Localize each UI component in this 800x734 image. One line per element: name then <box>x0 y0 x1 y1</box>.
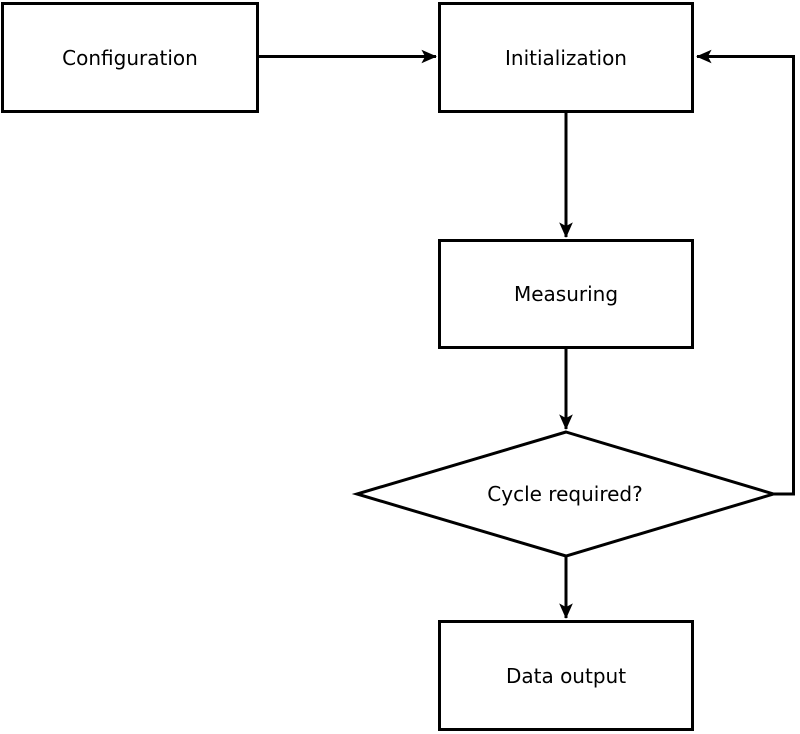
node-measuring[interactable] <box>438 239 694 349</box>
edge-cycle-initialization-feedback <box>696 49 795 496</box>
node-data-output[interactable] <box>438 620 694 731</box>
node-cycle-required[interactable] <box>355 431 775 557</box>
node-configuration[interactable] <box>1 2 259 113</box>
node-initialization[interactable] <box>438 2 694 113</box>
node-shape-cycle-required <box>351 430 779 558</box>
